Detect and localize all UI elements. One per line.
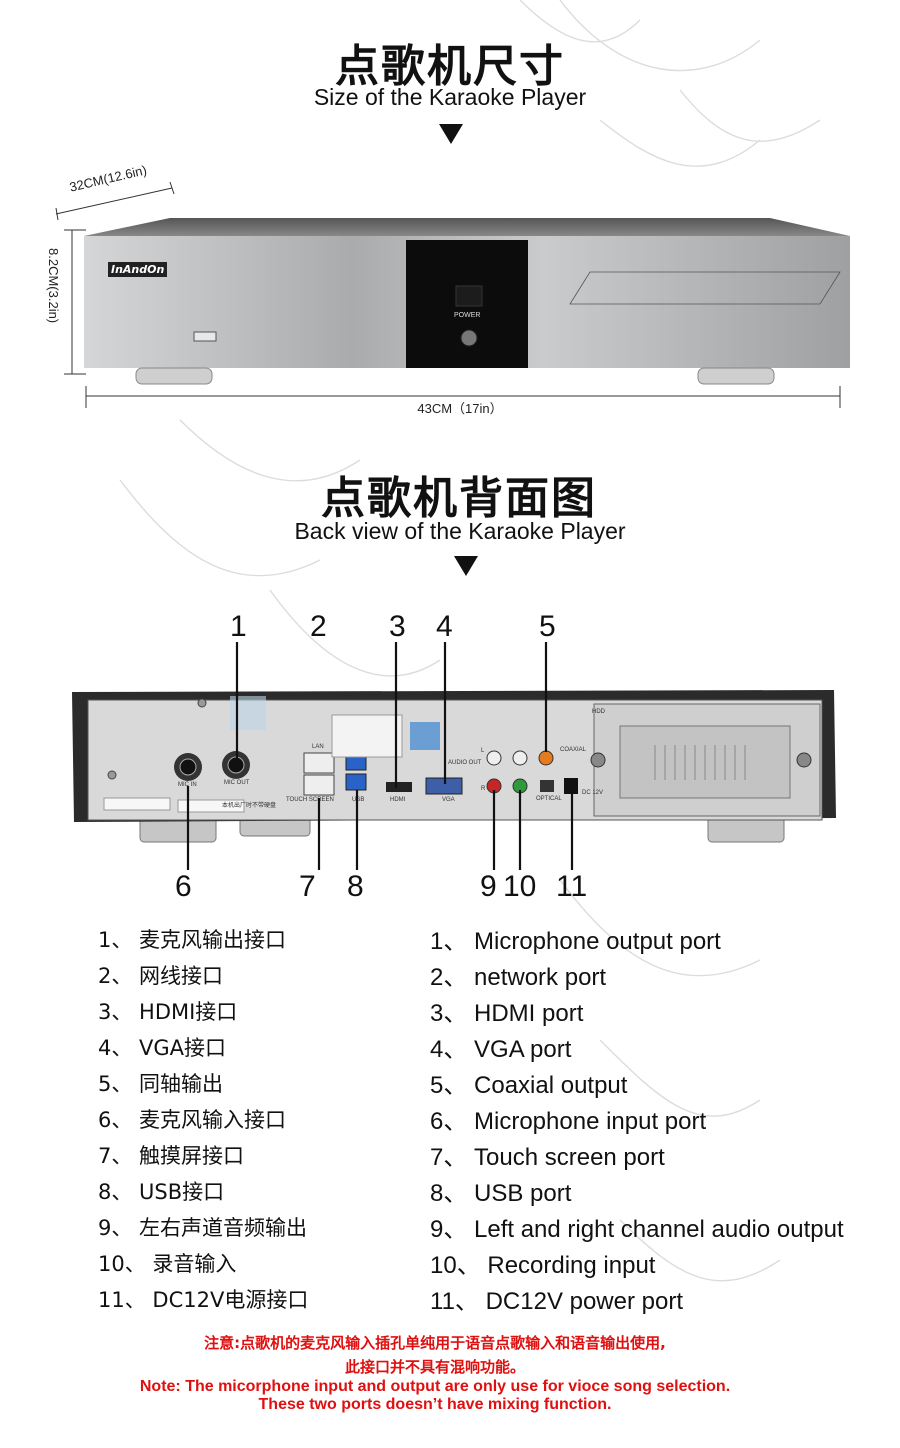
list-item: 10、 Recording input [430,1252,656,1279]
list-item: 3、 HDMI接口 [98,1000,238,1024]
down-arrow-icon [439,124,463,144]
player-back-view [72,690,836,843]
callout-number-11: 11 [556,870,588,903]
mic-out-label: MIC OUT [224,780,250,786]
height-dimension [64,229,86,375]
callout-number-4: 4 [436,610,453,643]
down-arrow-icon [454,556,478,576]
list-item: 6、 Microphone input port [430,1108,707,1135]
mic-in-label: MIC IN [178,782,197,788]
list-item: 10、 录音输入 [98,1252,237,1276]
callout-leaders [186,642,574,870]
list-item: 5、 Coaxial output [430,1072,628,1099]
list-item: 2、 网线接口 [98,964,224,988]
audio-out-label: AUDIO OUT [448,760,482,766]
sticker-label: 本机出厂时不带硬盘 [222,803,277,809]
power-label: POWER [454,312,481,319]
right-channel-label: R [481,786,486,792]
callout-number-10: 10 [503,870,537,903]
callout-number-3: 3 [389,610,406,643]
list-item: 5、 同轴输出 [98,1072,224,1096]
list-item: 11、 DC12V power port [430,1288,684,1315]
list-item: 4、 VGA接口 [98,1036,227,1060]
coaxial-label: COAXIAL [560,747,587,753]
callout-number-9: 9 [480,870,497,903]
touch-screen-label: TOUCH SCREEN [286,797,334,803]
list-item: 1、 麦克风输出接口 [98,928,287,952]
port-list-en: 1、 Microphone output port 2、 network por… [430,924,844,1320]
note-zh-line2: 此接口并不具有混响功能。 [344,1358,525,1376]
note-en-line1: Note: The micorphone input and output ar… [139,1378,731,1395]
width-label: 43CM（17in） [417,401,503,416]
list-item: 8、 USB port [430,1180,572,1207]
callout-number-6: 6 [175,870,192,903]
callout-number-2: 2 [310,610,327,643]
list-item: 8、 USB接口 [98,1180,225,1204]
lan-label: LAN [312,744,324,750]
hdd-label: HDD [592,709,605,715]
height-label: 8.2CM(3.2in) [46,248,61,324]
left-channel-label: L [481,748,485,754]
depth-dimension [55,181,175,221]
note-zh-line1: 注意:点歌机的麦克风输入插孔单纯用于语音点歌输入和语音输出使用, [204,1334,666,1352]
list-item: 4、 VGA port [430,1036,572,1063]
list-item: 7、 触摸屏接口 [98,1144,245,1168]
vga-label: VGA [442,797,455,803]
hdmi-label: HDMI [390,797,406,803]
size-title-en: Size of the Karaoke Player [313,84,587,110]
list-item: 6、 麦克风输入接口 [98,1108,287,1132]
list-item: 2、 network port [430,964,607,991]
width-dimension [85,386,841,408]
list-item: 11、 DC12V电源接口 [98,1288,309,1312]
list-item: 9、 左右声道音频输出 [98,1216,308,1240]
list-item: 9、 Left and right channel audio output [430,1216,844,1243]
callout-number-7: 7 [299,870,316,903]
usb-label: USB [352,797,365,803]
list-item: 3、 HDMI port [430,1000,584,1027]
callout-number-8: 8 [347,870,364,903]
list-item: 1、 Microphone output port [430,928,721,955]
callout-number-5: 5 [539,610,556,643]
back-title-zh: 点歌机背面图 [321,473,597,524]
brand-logo: InAndOn [108,262,168,277]
callout-number-1: 1 [230,610,247,643]
size-title-zh: 点歌机尺寸 [335,41,565,92]
port-list-zh: 1、 麦克风输出接口 2、 网线接口 3、 HDMI接口 4、 VGA接口 5、… [98,922,308,1318]
dc-label: DC 12V [582,790,604,796]
back-title-en: Back view of the Karaoke Player [294,518,626,544]
player-front-view [84,218,850,385]
list-item: 7、 Touch screen port [430,1144,665,1171]
optical-label: OPTICAL [536,796,562,802]
note-en-line2: These two ports doesn’t have mixing func… [258,1396,612,1413]
